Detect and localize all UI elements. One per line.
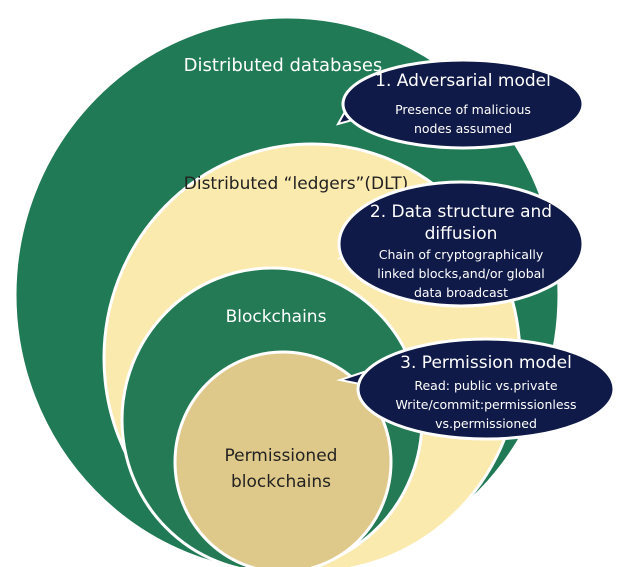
callout-body-line: Write/commit:permissionless — [395, 397, 576, 412]
callout-data-structure: 2. Data structure and diffusion Chain of… — [337, 180, 585, 308]
callout-body-line: Chain of cryptographically — [379, 247, 544, 262]
permissioned-blockchains-label-line1: Permissioned — [225, 446, 338, 466]
blockchains-label: Blockchains — [226, 307, 327, 327]
callout-body-line: nodes assumed — [414, 121, 512, 136]
permissioned-blockchains-circle — [173, 350, 393, 567]
permissioned-blockchains-label-line2: blockchains — [231, 472, 331, 492]
callout-bubble — [337, 180, 585, 308]
callout-body-line: vs.permissioned — [435, 416, 537, 431]
callout-title: diffusion — [425, 224, 498, 244]
callout-bubble — [356, 337, 616, 441]
distributed-databases-label: Distributed databases — [184, 55, 383, 76]
callout-body-line: Read: public vs.private — [414, 378, 558, 393]
callout-body-line: linked blocks,and/or global — [377, 266, 545, 281]
callout-body-line: data broadcast — [414, 285, 508, 300]
callout-body-line: Presence of malicious — [395, 102, 531, 117]
callout-bubble — [341, 58, 585, 150]
dlt-label: Distributed “ledgers”(DLT) — [184, 174, 409, 194]
callout-adversarial-model: 1. Adversarial model Presence of malicio… — [335, 58, 585, 150]
callout-permission-model: 3. Permission model Read: public vs.priv… — [336, 337, 616, 441]
callout-title: 1. Adversarial model — [375, 71, 551, 91]
callout-title: 3. Permission model — [400, 353, 572, 373]
callout-title: 2. Data structure and — [370, 202, 552, 222]
